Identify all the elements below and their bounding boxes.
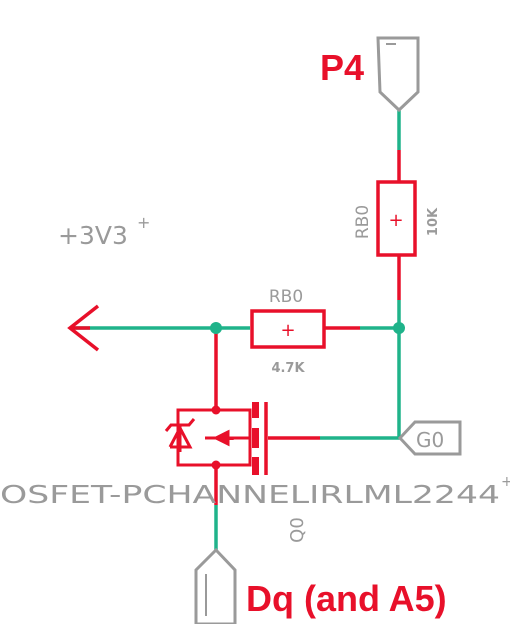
resistor-mid-name: RB0: [269, 287, 303, 307]
resistor-top-name: RB0: [353, 205, 373, 239]
dq-connector: [194, 547, 237, 624]
mosfet-label: OSFET-PCHANNELIRLML2244: [0, 480, 500, 509]
junction-right: [393, 322, 405, 334]
supply-mark: +: [137, 213, 150, 232]
mosfet-channel-mid: [252, 428, 259, 448]
mosfet-channel-bot: [252, 457, 259, 475]
q0-label: Q0: [287, 517, 308, 543]
g0-label: G0: [416, 428, 444, 452]
g0-connector: [397, 420, 462, 456]
resistor-mid: + RB0 4.7K: [250, 287, 326, 376]
junction-drain: [211, 405, 221, 415]
mosfet-arrow-head: [212, 429, 230, 447]
resistor-mid-value: 4.7K: [271, 361, 305, 376]
resistor-top-plus: +: [388, 210, 403, 231]
resistor-mid-body: [250, 309, 326, 349]
resistor-mid-plus: +: [280, 320, 295, 341]
p4-label: P4: [320, 47, 364, 88]
mosfet-channel-top: [252, 402, 259, 418]
junction-left: [210, 322, 222, 334]
resistor-top: + RB0 10K: [353, 180, 441, 257]
mosfet-mark: +: [501, 474, 510, 490]
resistor-top-body: [376, 180, 417, 257]
supply-label: +3V3: [58, 221, 128, 250]
resistor-top-value: 10K: [426, 207, 441, 236]
junctions: [210, 322, 405, 470]
connectors: [194, 36, 462, 624]
mosfet-plus: +: [220, 429, 235, 450]
red-wires: [67, 150, 401, 505]
diode-triangle: [168, 424, 193, 449]
dq-label: Dq (and A5): [246, 578, 447, 619]
p4-connector: [376, 36, 420, 113]
junction-source: [211, 460, 221, 470]
diode-cathode: [164, 418, 196, 432]
